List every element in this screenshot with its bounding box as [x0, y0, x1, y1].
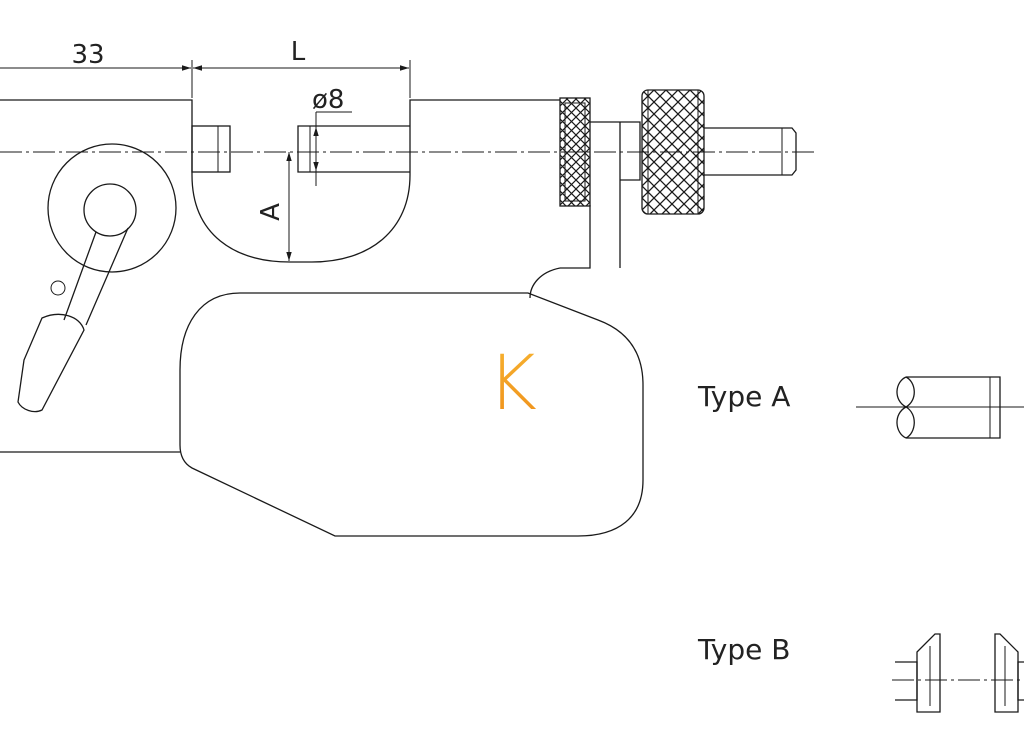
type-a-anvil-detail [856, 376, 1024, 439]
locking-ring [559, 97, 591, 207]
ratchet [704, 127, 797, 176]
fixed-anvil [191, 125, 231, 173]
frame-outline [0, 99, 621, 453]
brand-logo: K [487, 338, 537, 427]
dimension-l-text: L [291, 37, 306, 67]
dimension-33-text: 33 [71, 40, 104, 70]
type-b-anvil-detail [892, 633, 1024, 713]
sleeve [590, 121, 641, 181]
lock-lever [17, 143, 177, 413]
dimension-l: L [193, 37, 411, 98]
spindle-anvil [297, 125, 410, 173]
dimension-33: 33 [0, 40, 193, 98]
type-b-label: Type B [697, 633, 790, 666]
dimension-a-text: A [256, 203, 286, 221]
thimble [641, 89, 705, 215]
dimension-diameter-text: ø8 [312, 85, 344, 115]
type-a-label: Type A [697, 380, 790, 413]
body-plate [179, 292, 644, 537]
dimension-a: A [256, 152, 292, 261]
dimension-diameter: ø8 [312, 85, 352, 186]
